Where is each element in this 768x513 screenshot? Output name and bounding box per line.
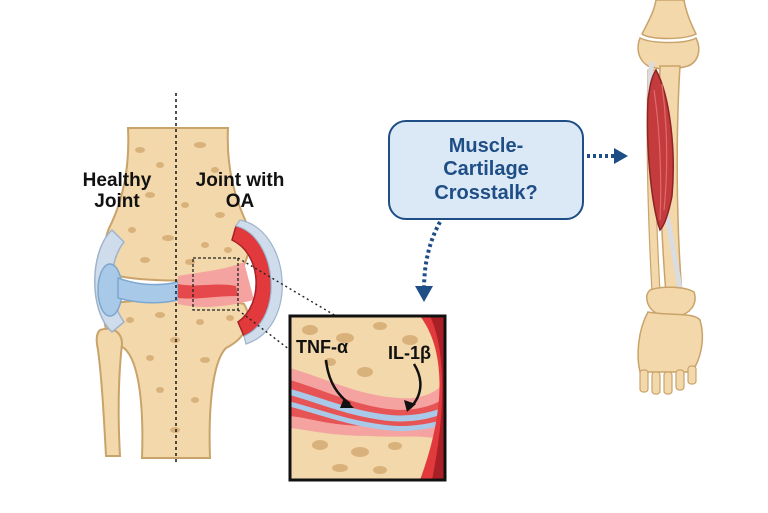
dotted-arrow-down-icon: [422, 221, 442, 291]
synovium-outer: [235, 219, 283, 345]
zoom-line-top: [237, 257, 337, 317]
crosstalk-question-box: Muscle- Cartilage Crosstalk?: [388, 120, 584, 220]
muscle-striation: [653, 89, 662, 221]
leg-foot: [637, 311, 704, 373]
bone-texture: [126, 142, 234, 433]
crosstalk-question-text: Muscle- Cartilage Crosstalk?: [434, 134, 538, 204]
leg-femur: [641, 0, 698, 40]
cartilage-healthy: [117, 276, 179, 304]
il-arrow-head: [404, 400, 416, 412]
leg-toes: [639, 365, 697, 395]
il-1beta-label: IL-1β: [388, 343, 431, 363]
zoom-source-box: [192, 257, 239, 311]
healthy-joint-label: Healthy Joint: [82, 170, 152, 213]
arrow-right-head: [614, 148, 628, 164]
zoom-frame: [288, 314, 447, 482]
leg-tibia-head: [637, 36, 700, 70]
knee-joint: [94, 93, 337, 462]
arrow-down-head: [415, 286, 433, 302]
leg-illustration: [637, 0, 704, 395]
fibula-bone: [95, 327, 124, 457]
tnf-arrow-head: [340, 398, 354, 408]
oa-joint-label: Joint with OA: [195, 170, 285, 213]
zoom-line-bottom: [237, 309, 291, 351]
zoom-inset: [288, 314, 447, 482]
tnf-alpha-label: TNF-α: [296, 337, 349, 357]
muscle-striation-2: [661, 83, 668, 211]
